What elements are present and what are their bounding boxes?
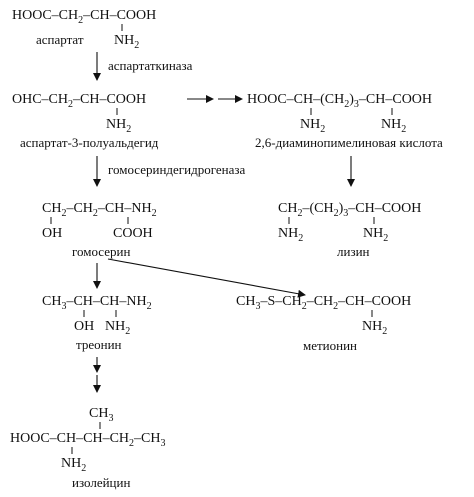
aspartate-semialdehyde-amino-group: NH2	[106, 117, 131, 135]
lysine-amino-group-1: NH2	[278, 226, 303, 244]
homoserine-carboxyl-group: COOH	[113, 226, 153, 241]
threonine-amino-group: NH2	[105, 319, 130, 337]
threonine-hydroxyl-group: OH	[74, 319, 94, 334]
diaminopimelate-name: 2,6-диаминопимелиновая кислота	[255, 135, 443, 150]
aspartate-semialdehyde-name: аспартат-3-полуальдегид	[20, 135, 159, 150]
lysine-name: лизин	[337, 244, 370, 259]
threonine-name: треонин	[76, 337, 122, 352]
enzyme-homoserine-dehydrogenase: гомосериндегидрогеназа	[108, 162, 246, 177]
threonine-formula: CH3–CH–CH–NH2	[42, 294, 152, 312]
homoserine-formula: CH2–CH2–CH–NH2	[42, 201, 157, 219]
compound-aspartate: HOOC–CH2–CH–COOH NH2 аспартат	[12, 8, 156, 51]
lysine-formula: CH2–(CH2)3–CH–COOH	[278, 201, 421, 219]
methionine-amino-group: NH2	[362, 319, 387, 337]
methionine-name: метионин	[303, 338, 357, 353]
compound-aspartate-semialdehyde: OHC–CH2–CH–COOH NH2 аспартат-3-полуальде…	[12, 92, 159, 150]
arrow-homoserine-to-methionine	[107, 258, 306, 298]
aspartate-amino-group: NH2	[114, 33, 139, 51]
isoleucine-amino-group: NH2	[61, 456, 86, 474]
isoleucine-methyl-branch: CH3	[89, 406, 113, 424]
compound-diaminopimelate: HOOC–CH–(CH2)3–CH–COOH NH2 NH2 2,6-диами…	[247, 92, 443, 150]
compound-methionine: CH3–S–CH2–CH2–CH–COOH NH2 метионин	[236, 294, 411, 353]
methionine-formula: CH3–S–CH2–CH2–CH–COOH	[236, 294, 411, 312]
diaminopimelate-amino-group-2: NH2	[381, 117, 406, 135]
diaminopimelate-formula: HOOC–CH–(CH2)3–CH–COOH	[247, 92, 432, 110]
enzyme-aspartate-kinase: аспартаткиназа	[108, 58, 193, 73]
homoserine-hydroxyl-group: OH	[42, 226, 62, 241]
isoleucine-name: изолейцин	[72, 475, 130, 490]
compound-lysine: CH2–(CH2)3–CH–COOH NH2 NH2 лизин	[278, 201, 421, 259]
compound-homoserine: CH2–CH2–CH–NH2 OH COOH гомосерин	[42, 201, 157, 259]
homoserine-name: гомосерин	[72, 244, 130, 259]
aspartate-semialdehyde-formula: OHC–CH2–CH–COOH	[12, 92, 146, 110]
aspartate-name: аспартат	[36, 32, 84, 47]
aspartate-formula: HOOC–CH2–CH–COOH	[12, 8, 156, 26]
lysine-amino-group-2: NH2	[363, 226, 388, 244]
isoleucine-formula: HOOC–CH–CH–CH2–CH3	[10, 431, 165, 449]
compound-isoleucine: CH3 HOOC–CH–CH–CH2–CH3 NH2 изолейцин	[10, 406, 165, 490]
diaminopimelate-amino-group-1: NH2	[300, 117, 325, 135]
compound-threonine: CH3–CH–CH–NH2 OH NH2 треонин	[42, 294, 152, 352]
